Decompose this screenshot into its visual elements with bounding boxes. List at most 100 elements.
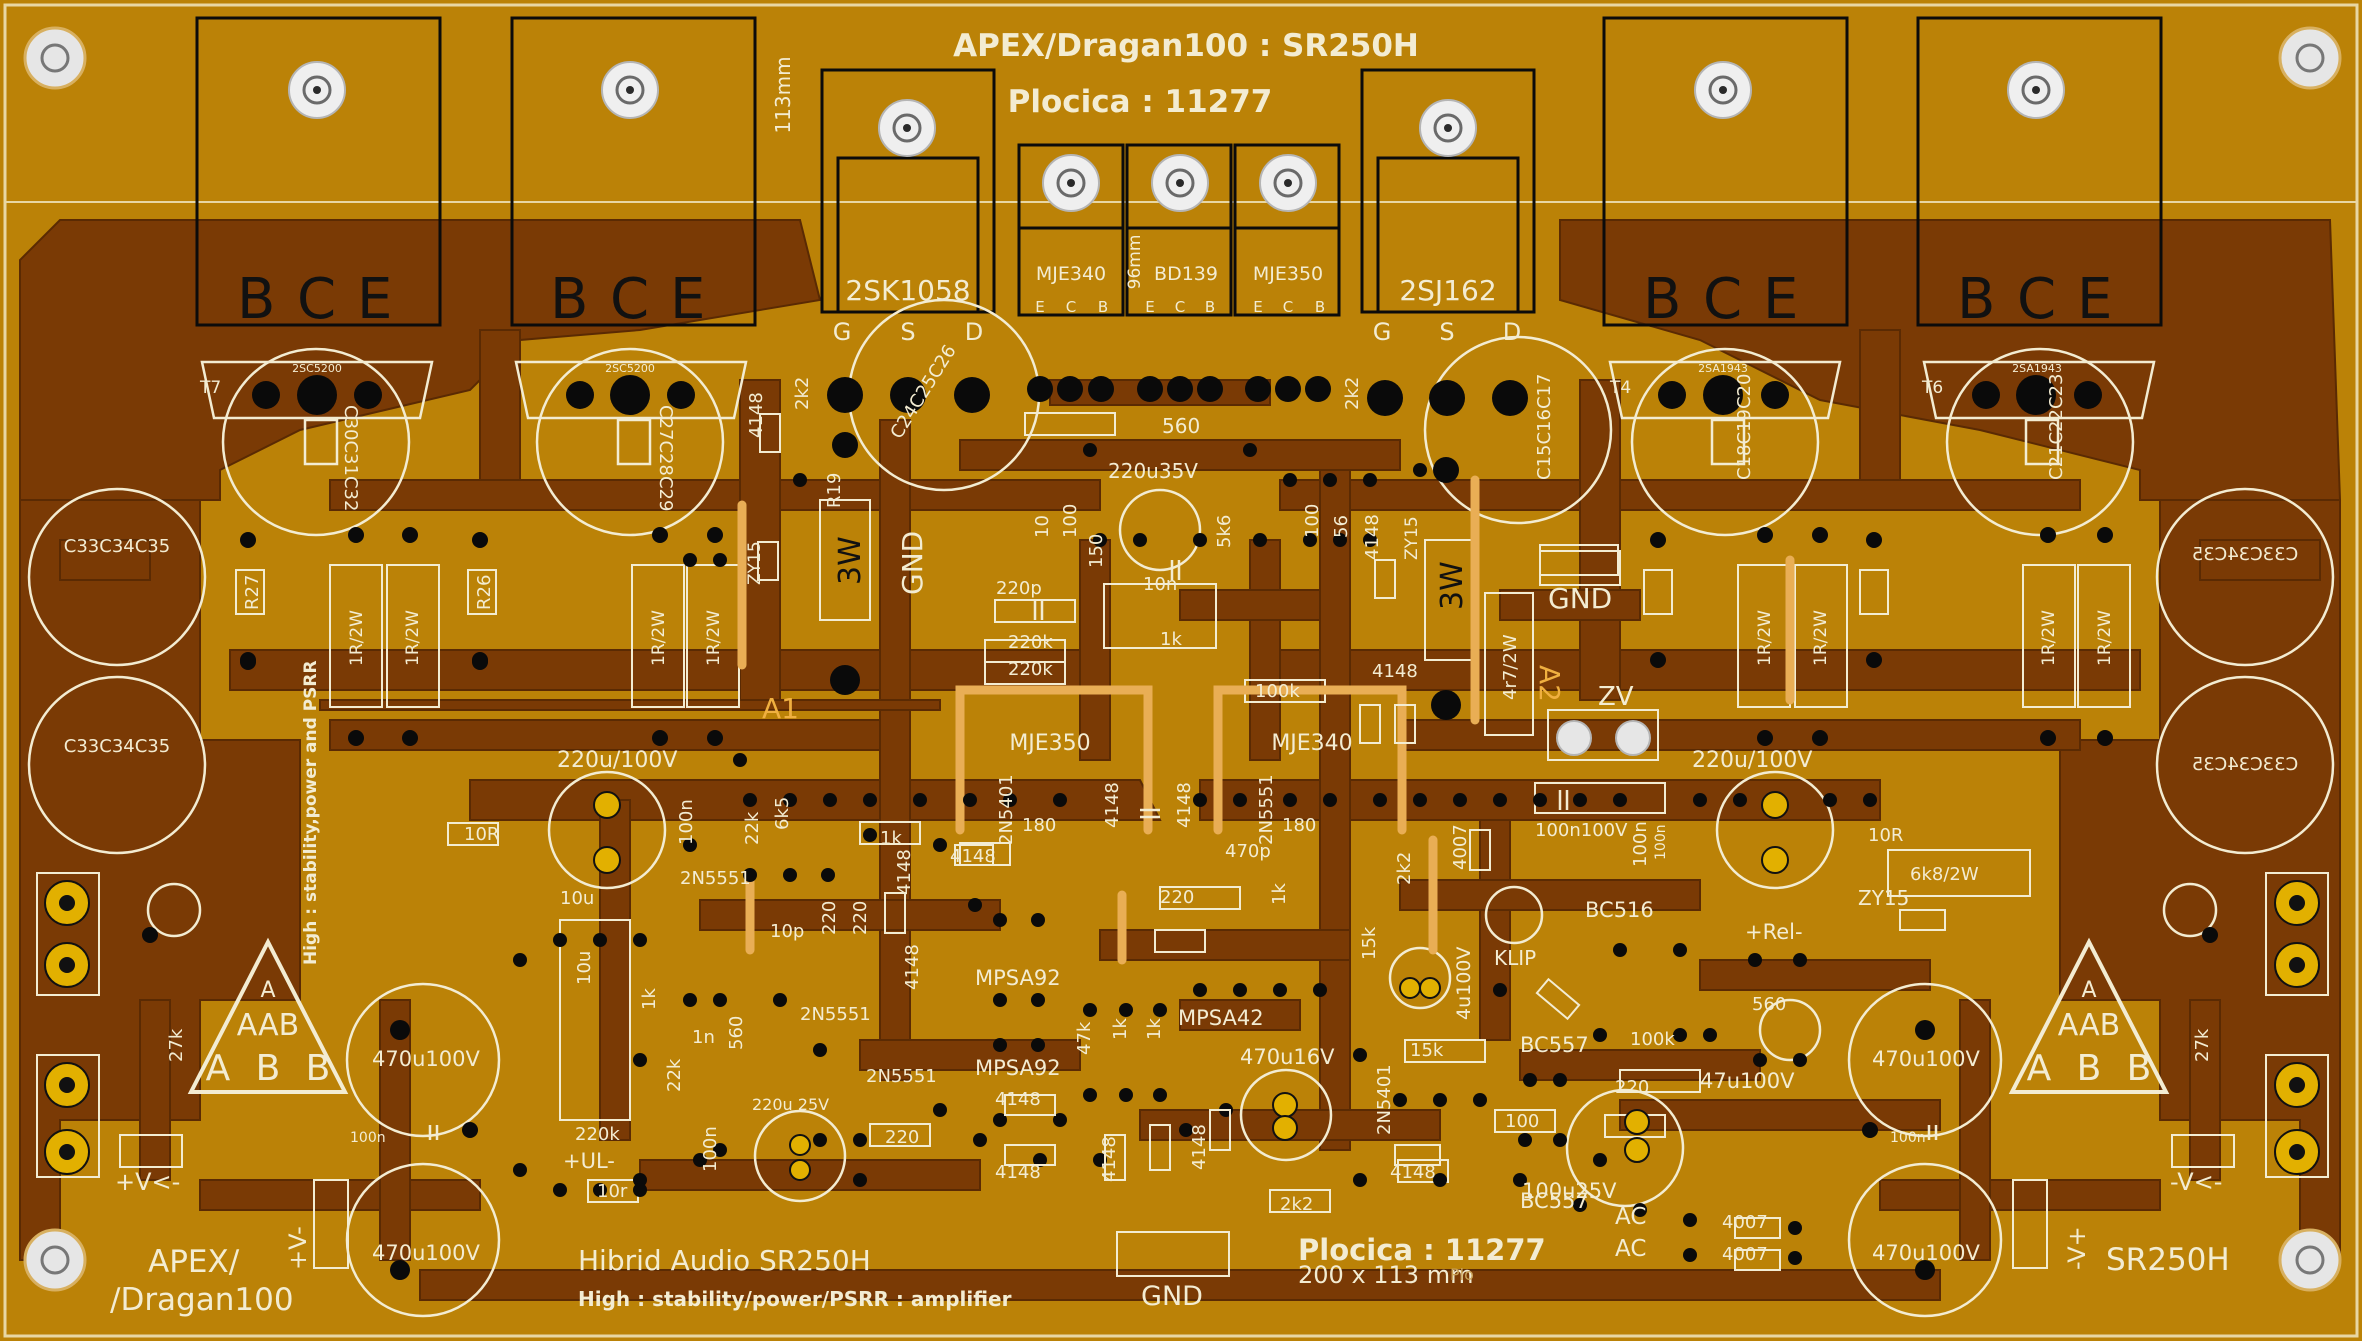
- pad: [1333, 533, 1347, 547]
- d-4148-j: 4148: [1189, 1124, 1210, 1170]
- pad: [1119, 1088, 1133, 1102]
- pad: [1393, 1093, 1407, 1107]
- pad: [1363, 473, 1377, 487]
- cap-c27: C27C28C29: [655, 405, 676, 511]
- pkg-2sc5200-a: 2SC5200: [292, 362, 342, 375]
- r-220-c: 220: [1160, 887, 1194, 908]
- pad: [1153, 1003, 1167, 1017]
- pad: [693, 1153, 707, 1167]
- r-27k-b: 27k: [2192, 1028, 2213, 1062]
- c-470u100v-a: 470u100V: [372, 1047, 480, 1071]
- bce-e-2: E: [670, 267, 705, 332]
- pad: [513, 1163, 527, 1177]
- pin-s-2: S: [1439, 318, 1454, 346]
- pad: [1303, 533, 1317, 547]
- label-r27: R27: [242, 575, 263, 610]
- r-100-b: 100: [1302, 504, 1323, 538]
- aab-left-b1: B: [256, 1048, 281, 1089]
- pad: [1083, 1003, 1097, 1017]
- pad: [1473, 1093, 1487, 1107]
- label-a2: A2: [1533, 665, 1566, 702]
- aab-right-aab: AAB: [2058, 1008, 2120, 1043]
- cap-outer-3: C33C34C35: [2192, 544, 2298, 565]
- jfet-2sk1058-label: 2SK1058: [845, 274, 970, 307]
- r-10r-c: 10r: [597, 1181, 628, 1202]
- r-1k-d: 1k: [1110, 1018, 1131, 1040]
- pad: [593, 1183, 607, 1197]
- board-outline: [3, 3, 2359, 1338]
- bce-c-3: C: [1703, 267, 1742, 332]
- pin-e-b: E: [1145, 298, 1154, 316]
- aab-left-a2: A: [206, 1048, 231, 1089]
- footer-gnd: GND: [1141, 1281, 1203, 1312]
- label-r26: R26: [474, 575, 495, 610]
- pad: [1353, 1173, 1367, 1187]
- r-220-e: 220: [1615, 1077, 1649, 1098]
- d-4007-b: 4007: [1722, 1212, 1768, 1233]
- pad: [1033, 1153, 1047, 1167]
- pad: [713, 1143, 727, 1157]
- r-1r2w-2: 1R/2W: [403, 610, 423, 666]
- pad: [1093, 533, 1107, 547]
- q-bc516: BC516: [1585, 898, 1654, 922]
- pad: [633, 1053, 647, 1067]
- pad: [1523, 1073, 1537, 1087]
- pin-s-1: S: [900, 318, 915, 346]
- label-t6: T6: [1921, 378, 1943, 398]
- r-1k-f: 1k: [1269, 883, 1290, 905]
- pad: [1153, 1088, 1167, 1102]
- pad: [1283, 473, 1297, 487]
- label-gnd-right: GND: [1548, 582, 1612, 615]
- pad: [1119, 1003, 1133, 1017]
- r-15k-b: 15k: [1410, 1040, 1444, 1061]
- driver-mje350-label: MJE350: [1253, 263, 1323, 285]
- pin-e-a: E: [1035, 298, 1044, 316]
- aab-left-b2: B: [306, 1048, 331, 1089]
- pad: [1193, 533, 1207, 547]
- c-100n-d: 100n: [350, 1130, 386, 1146]
- c-100n-e: 100n: [1890, 1130, 1926, 1146]
- pad: [513, 953, 527, 967]
- r-220k-a: 220k: [1008, 632, 1053, 653]
- r-220-d: 220: [885, 1127, 919, 1148]
- bce-e-1: E: [357, 267, 392, 332]
- q-mpsa42: MPSA42: [1178, 1006, 1264, 1030]
- c-10u-a: 10u: [560, 888, 594, 909]
- r-150: 150: [1086, 534, 1107, 568]
- cap-c21: C21C22C23: [2046, 374, 2067, 480]
- pin-g-2: G: [1373, 318, 1392, 346]
- r-56: 56: [1331, 515, 1352, 538]
- pad: [1363, 533, 1377, 547]
- r-2k2-a: 2k2: [792, 377, 813, 410]
- label-klip: KLIP: [1494, 946, 1536, 970]
- label-a1: A1: [762, 692, 799, 725]
- pad: [783, 868, 797, 882]
- c-4u100v: 4u100V: [1453, 947, 1475, 1020]
- r-1k-c: 1k: [639, 988, 660, 1010]
- pin-c-c: C: [1283, 298, 1293, 316]
- d-4007-a: 4007: [1450, 824, 1471, 870]
- r-10: 10: [1032, 515, 1053, 538]
- pad: [1733, 793, 1747, 807]
- d-4148-m: 4148: [902, 944, 923, 990]
- pad: [1613, 943, 1627, 957]
- r-6k5: 6k5: [772, 797, 793, 830]
- c-470u100v-b: 470u100V: [372, 1241, 480, 1265]
- pad: [823, 793, 837, 807]
- pad: [733, 753, 747, 767]
- height-dimension: 113mm: [771, 56, 795, 133]
- c-220u35v: 220u35V: [1108, 459, 1198, 483]
- q-2n5551-a: 2N5551: [1256, 774, 1277, 845]
- pad: [683, 993, 697, 1007]
- pad: [1793, 1053, 1807, 1067]
- cap-c18: C18C19C20: [1734, 374, 1755, 480]
- r-1r2w-6: 1R/2W: [1811, 610, 1831, 666]
- footer-right: SR250H: [2106, 1242, 2230, 1278]
- footer-left-2: /Dragan100: [110, 1282, 294, 1318]
- zv-terminal: [1556, 720, 1651, 756]
- bce-b-3: B: [1643, 267, 1681, 332]
- pin-b-b: B: [1205, 298, 1215, 316]
- label-t7: T7: [199, 378, 221, 398]
- aab-right-a2: A: [2027, 1048, 2052, 1089]
- pad: [783, 793, 797, 807]
